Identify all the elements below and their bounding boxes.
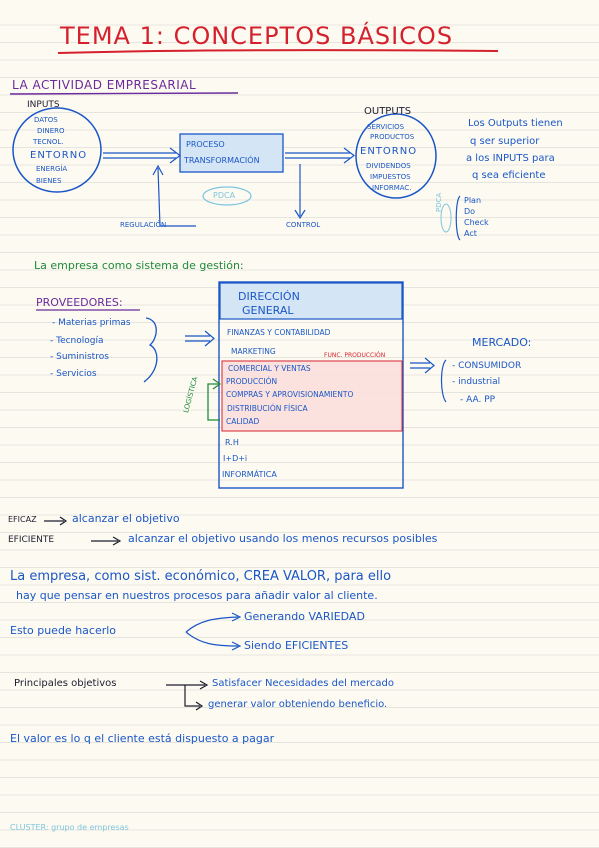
mercado-item: - AA. PP [460,395,496,405]
production-box [221,360,403,432]
process-line1: PROCESO [186,140,225,149]
output-item: INFORMAC. [372,184,412,192]
paragraph-line: hay que pensar en nuestros procesos para… [16,589,378,602]
mercado-label: MERCADO: [472,336,532,349]
esto-lead: Esto puede hacerlo [10,624,117,637]
eficaz-term: EFICAZ [8,515,37,524]
eficaz-text: alcanzar el objetivo [72,512,180,525]
objetivos-lead: Principales objetivos [14,678,117,689]
production-item: PRODUCCIÓN [226,377,278,386]
proveedor-item: - Tecnología [50,336,104,346]
outputs-note-line: Los Outputs tienen [468,118,563,129]
outputs-oval [355,113,437,199]
output-item: DIVIDENDOS [366,162,411,170]
direccion-line1: DIRECCIÓN [238,290,300,303]
output-item: PRODUCTOS [370,133,415,141]
title-underline [57,49,499,54]
valor-definition: El valor es lo q el cliente está dispues… [10,732,275,745]
pdca-word: Do [464,207,476,216]
pdca-label: PDCA [213,191,236,200]
eficiente-term: EFICIENTE [8,535,55,545]
input-item: ENERGÍA [36,165,68,173]
process-box [179,133,284,173]
outputs-label: OUTPUTS [364,106,412,117]
production-item: DISTRIBUCIÓN FÍSICA [227,404,308,413]
production-item: COMERCIAL Y VENTAS [228,364,311,373]
function-item: MARKETING [231,347,276,356]
pdca-side-label: PDCA [435,192,443,212]
outputs-note-line: q ser superior [470,136,540,147]
output-item: IMPUESTOS [370,173,411,181]
inputs-oval [12,107,102,193]
section1-heading: LA ACTIVIDAD EMPRESARIAL [12,78,197,92]
proveedor-item: - Materias primas [52,318,131,328]
objetivos-b: generar valor obteniendo beneficio. [208,699,388,710]
function-item: INFORMÁTICA [222,470,277,479]
process-line2: TRANSFORMACIÓN [184,156,260,165]
page-title: TEMA 1: CONCEPTOS BÁSICOS [60,22,454,50]
regulacion-label: REGULACIÓN [120,221,167,229]
function-item: I+D+i [223,454,248,463]
input-item: BIENES [36,177,62,185]
production-item: COMPRAS Y APROVISIONAMIENTO [226,390,354,399]
objetivos-a: Satisfacer Necesidades del mercado [212,678,394,689]
input-item: DATOS [34,116,58,124]
cluster-note: CLUSTER: grupo de empresas [10,823,129,832]
pdca-word: Act [464,229,477,238]
outputs-note-line: q sea eficiente [472,170,546,181]
output-item: SERVICIOS [367,123,405,131]
input-item: TECNOL. [33,138,64,146]
outputs-note-line: a los INPUTS para [466,153,555,164]
eficiente-text: alcanzar el objetivo usando los menos re… [128,532,438,545]
direccion-line2: GENERAL [242,304,294,317]
heading-underline [9,92,239,95]
input-item: ENTORNO [30,150,88,161]
mercado-item: - industrial [452,377,501,387]
function-item: FINANZAS Y CONTABILIDAD [227,328,331,337]
inputs-label: INPUTS [27,100,60,110]
esto-b: Siendo EFICIENTES [244,639,349,652]
pdca-word: Plan [464,196,482,205]
proveedor-item: - Servicios [50,369,97,379]
output-item: ENTORNO [360,146,418,157]
production-item: CALIDAD [226,417,260,426]
function-item: R.H [225,438,239,447]
control-label: CONTROL [286,221,321,229]
func-produccion-label: FUNC. PRODUCCIÓN [324,352,386,359]
mercado-item: - CONSUMIDOR [452,361,522,371]
input-item: DINERO [37,127,65,135]
pdca-word: Check [464,218,489,227]
proveedores-label: PROVEEDORES: [36,296,123,309]
paragraph-line: La empresa, como sist. económico, CREA V… [10,569,392,584]
proveedor-item: - Suministros [50,352,109,362]
section2-heading: La empresa como sistema de gestión: [34,259,244,272]
esto-a: Generando VARIEDAD [244,610,365,623]
